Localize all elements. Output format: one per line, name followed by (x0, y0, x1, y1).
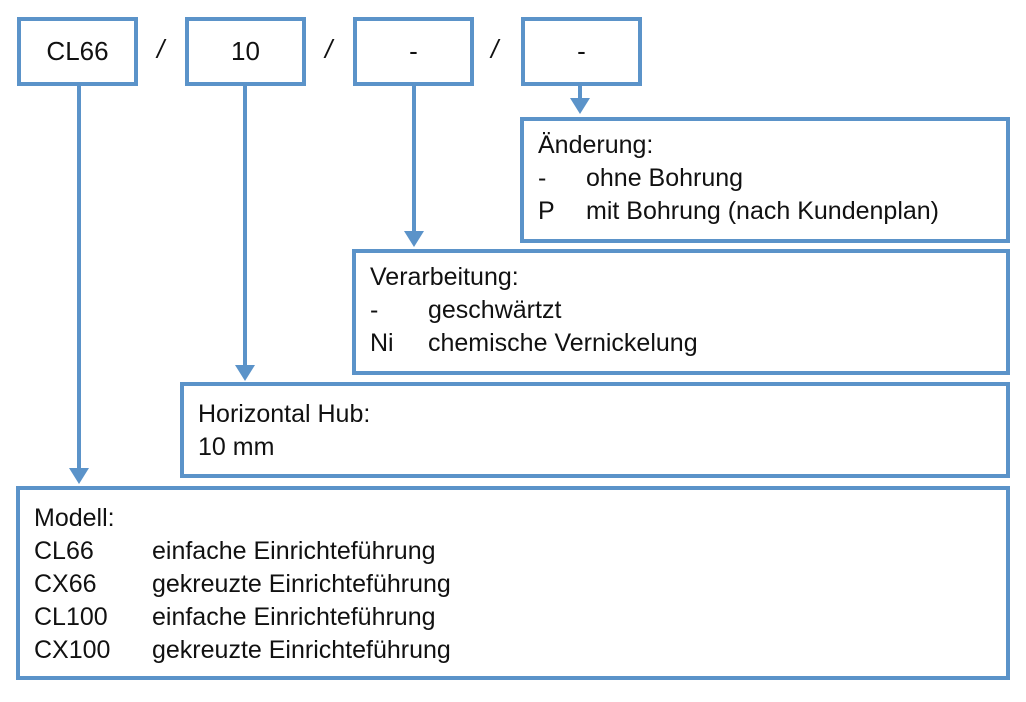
modell-box: Modell: CL66 einfache Einrichteführung C… (16, 486, 1010, 680)
modell-value: einfache Einrichteführung (152, 603, 436, 631)
code-verarbeitung-text: - (409, 36, 418, 66)
code-separator: / (491, 34, 499, 64)
modell-row: CX100 gekreuzte Einrichteführung (34, 634, 1006, 667)
aenderung-row: - ohne Bohrung (538, 162, 1006, 195)
code-hub-text: 10 (231, 36, 260, 66)
modell-row: CX66 gekreuzte Einrichteführung (34, 568, 1006, 601)
verarbeitung-row: Ni chemische Vernickelung (370, 327, 1006, 360)
hub-value: 10 mm (198, 433, 275, 461)
arrow-hub-head (235, 365, 255, 381)
modell-value: gekreuzte Einrichteführung (152, 636, 451, 664)
aenderung-box: Änderung: - ohne Bohrung P mit Bohrung (… (520, 117, 1010, 243)
hub-title: Horizontal Hub: (198, 400, 371, 428)
code-box-hub: 10 (185, 17, 306, 86)
aenderung-value: ohne Bohrung (586, 164, 744, 192)
modell-title: Modell: (34, 504, 115, 532)
arrow-aenderung-head (570, 98, 590, 114)
modell-value: gekreuzte Einrichteführung (152, 570, 451, 598)
verarbeitung-value: geschwärtzt (428, 296, 562, 324)
aenderung-key: P (538, 197, 555, 225)
verarbeitung-title: Verarbeitung: (370, 263, 519, 291)
verarbeitung-key: - (370, 296, 379, 324)
modell-key: CX100 (34, 636, 111, 664)
modell-key: CL100 (34, 603, 108, 631)
code-separator: / (325, 34, 333, 64)
code-aenderung-text: - (577, 36, 586, 66)
code-separator: / (157, 34, 165, 64)
verarbeitung-box: Verarbeitung: - geschwärtzt Ni chemische… (352, 249, 1010, 375)
code-box-model: CL66 (17, 17, 138, 86)
aenderung-title: Änderung: (538, 131, 654, 159)
modell-key: CX66 (34, 570, 97, 598)
aenderung-key: - (538, 164, 547, 192)
verarbeitung-key: Ni (370, 329, 394, 357)
modell-row: CL66 einfache Einrichteführung (34, 535, 1006, 568)
aenderung-value: mit Bohrung (nach Kundenplan) (586, 197, 940, 225)
arrow-modell-head (69, 468, 89, 484)
code-box-verarbeitung: - (353, 17, 474, 86)
verarbeitung-row: - geschwärtzt (370, 294, 1006, 327)
verarbeitung-value: chemische Vernickelung (428, 329, 698, 357)
modell-row: CL100 einfache Einrichteführung (34, 601, 1006, 634)
code-box-aenderung: - (521, 17, 642, 86)
hub-box: Horizontal Hub: 10 mm (180, 382, 1010, 478)
arrow-verarbeitung-head (404, 231, 424, 247)
aenderung-row: P mit Bohrung (nach Kundenplan) (538, 195, 1006, 228)
code-model-text: CL66 (46, 36, 109, 66)
modell-key: CL66 (34, 537, 94, 565)
modell-value: einfache Einrichteführung (152, 537, 436, 565)
